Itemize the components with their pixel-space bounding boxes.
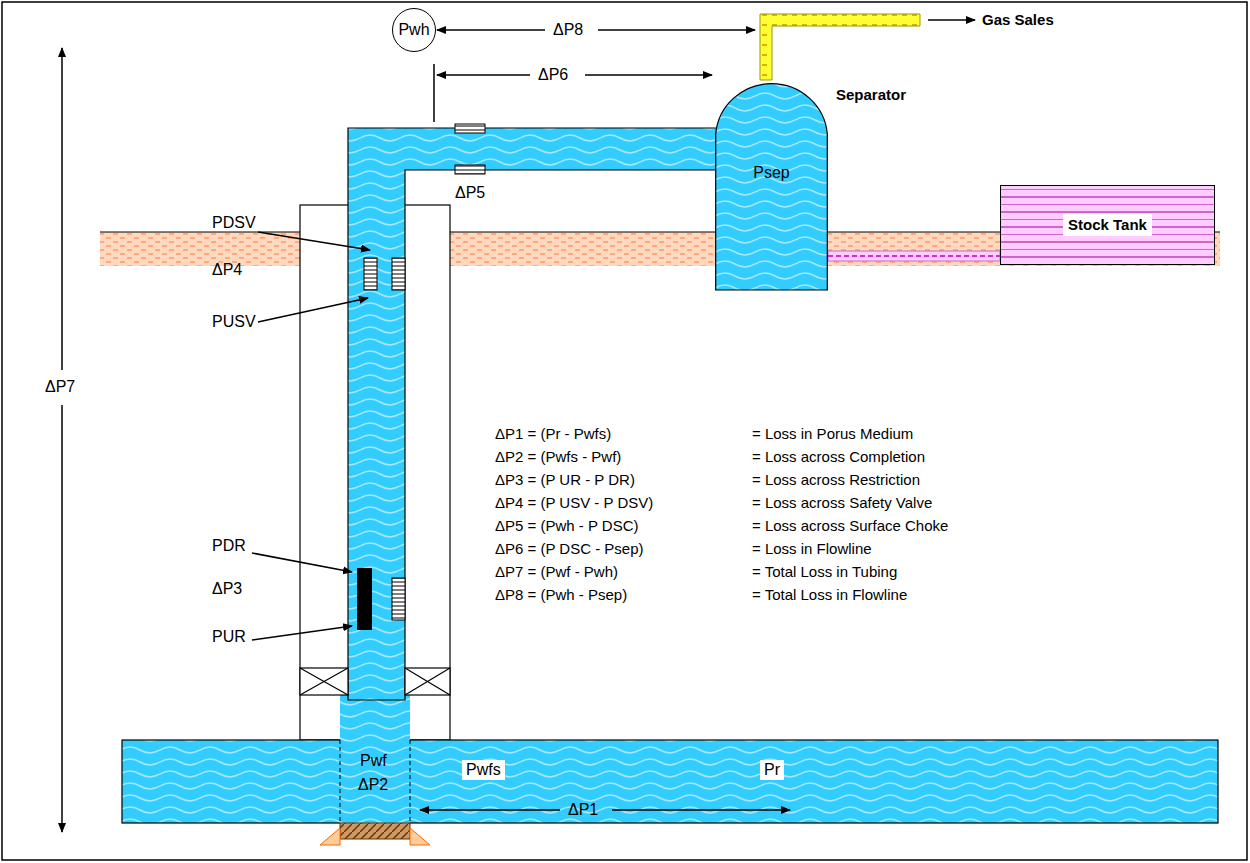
equation-text: ΔP2 = (Pwfs - Pwf) (495, 448, 621, 465)
pressure-label: ΔP5 (455, 184, 485, 202)
pressure-label: ΔP4 (212, 261, 242, 279)
separator-outline (715, 78, 828, 290)
equation-text: ΔP5 = (Pwh - P DSC) (495, 517, 639, 534)
pressure-label: ΔP6 (538, 66, 568, 84)
equation-text: = Loss across Safety Valve (752, 494, 932, 511)
equation-text: = Total Loss in Tubing (752, 563, 897, 580)
pressure-label: Psep (715, 164, 828, 182)
pressure-label: PDSV (212, 214, 256, 232)
pressure-label: ΔP7 (45, 378, 75, 396)
equation-text: = Loss across Restriction (752, 471, 920, 488)
equation-text: ΔP6 = (P DSC - Psep) (495, 540, 644, 557)
pressure-label: ΔP1 (568, 801, 598, 819)
pressure-label: Pwf (360, 752, 387, 770)
equation-text: = Loss in Porus Medium (752, 425, 913, 442)
equation-text: = Loss across Completion (752, 448, 925, 465)
tank-label: Stock Tank (1063, 214, 1152, 235)
stock-tank: Stock Tank (1000, 185, 1215, 265)
gauge-label: Pwh (398, 21, 429, 39)
equation-text: = Total Loss in Flowline (752, 586, 907, 603)
pressure-label: PUR (212, 628, 246, 646)
gauge-circle: Pwh (392, 8, 436, 52)
equation-text: ΔP4 = (P USV - P DSV) (495, 494, 653, 511)
separator-vessel: SeparatorPsep (715, 78, 828, 290)
pressure-label: Gas Sales (982, 11, 1054, 28)
pressure-label: PUSV (212, 313, 256, 331)
vessel-heading: Separator (836, 86, 906, 103)
equation-text: = Loss in Flowline (752, 540, 872, 557)
equation-text: = Loss across Surface Choke (752, 517, 948, 534)
equation-text: ΔP3 = (P UR - P DR) (495, 471, 635, 488)
pressure-label: Pwfs (462, 760, 505, 780)
oil-pipe (828, 251, 1000, 261)
equation-text: ΔP7 = (Pwf - Pwh) (495, 563, 618, 580)
pressure-label: PDR (212, 537, 246, 555)
pressure-label: ΔP2 (358, 776, 388, 794)
pressure-label: Pr (760, 760, 784, 780)
equation-text: ΔP8 = (Pwh - Psep) (495, 586, 627, 603)
pressure-label: ΔP8 (553, 21, 583, 39)
pressure-label: ΔP3 (212, 580, 242, 598)
equation-text: ΔP1 = (Pr - Pwfs) (495, 425, 611, 442)
